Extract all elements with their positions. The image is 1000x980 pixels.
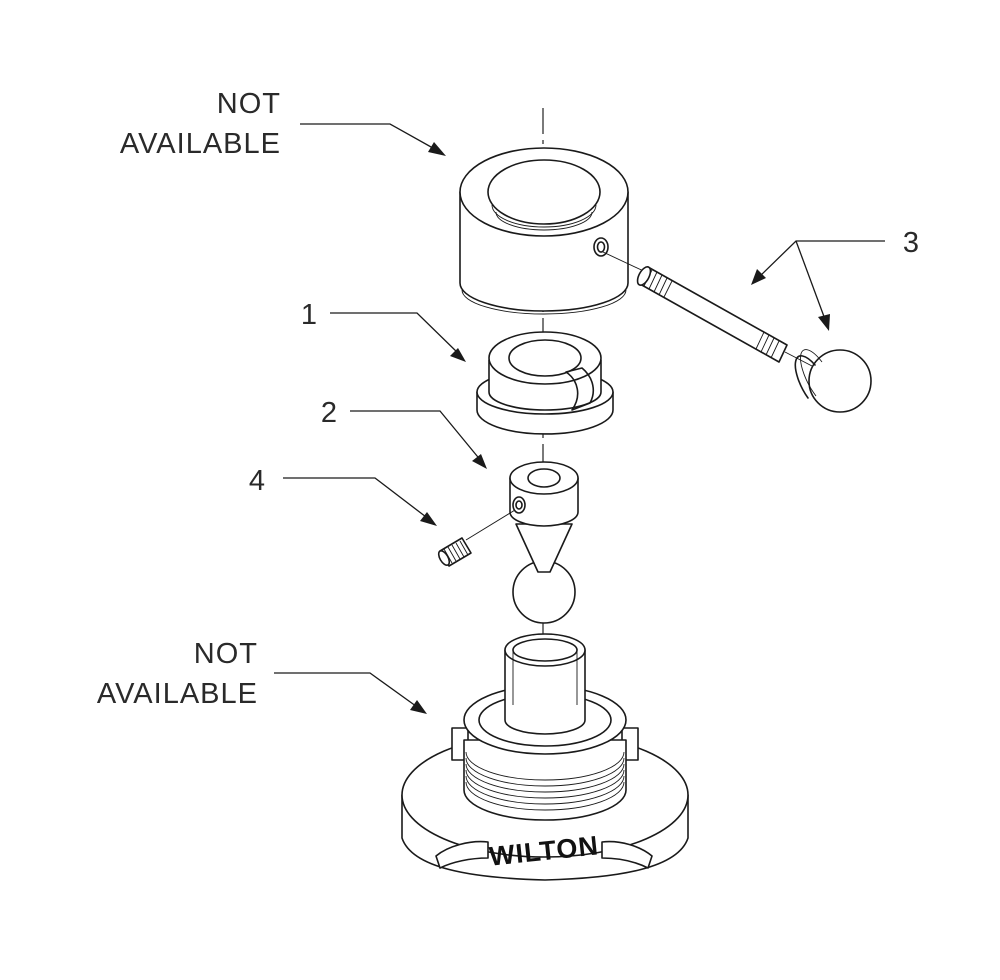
collar-nut: [459, 147, 629, 315]
callout-bottom-not: NOT: [194, 638, 258, 670]
callout-bottom-available: AVAILABLE: [97, 678, 258, 710]
bushing-part-1: [476, 331, 614, 435]
callout-part-3: 3: [903, 227, 920, 259]
ball-stem-part-2: [509, 461, 579, 624]
callout-top-available: AVAILABLE: [120, 128, 281, 160]
callout-part-2: 2: [321, 397, 338, 429]
callout-part-4: 4: [249, 465, 266, 497]
callout-top-not: NOT: [217, 88, 281, 120]
set-screw-part-4: [437, 509, 516, 567]
callout-part-1: 1: [301, 299, 318, 331]
threaded-base: WILTON: [401, 633, 689, 881]
callout-leaders: [274, 123, 885, 714]
handle-part-3: [602, 251, 872, 413]
